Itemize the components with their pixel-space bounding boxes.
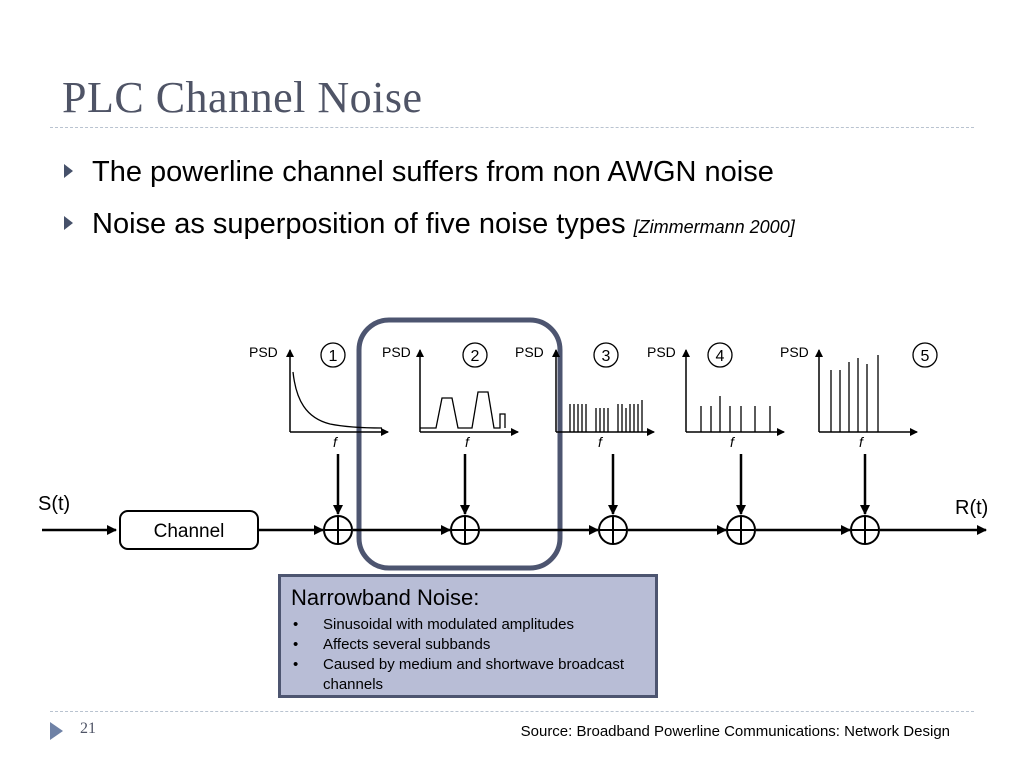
footer-divider xyxy=(50,711,974,712)
noise-number-2: 2 xyxy=(471,348,480,365)
psd-label-5: PSD xyxy=(780,344,809,360)
slide-title: PLC Channel Noise xyxy=(62,73,423,122)
bullet-dot-icon: • xyxy=(293,616,299,633)
f-label-5: f xyxy=(859,434,865,450)
callout-item: • Caused by medium and shortwave broadcas… xyxy=(291,655,645,695)
input-signal-label: S(t) xyxy=(38,493,70,515)
callout-item-text: Affects several subbands xyxy=(323,636,491,653)
channel-label: Channel xyxy=(154,521,225,542)
adder-4-icon xyxy=(726,515,756,545)
bullet-arrow-icon xyxy=(64,216,73,230)
output-signal-label: R(t) xyxy=(955,497,988,519)
noise-number-1: 1 xyxy=(329,348,338,365)
adder-3-icon xyxy=(598,515,628,545)
citation: [Zimmermann 2000] xyxy=(633,217,795,237)
callout-item: • Sinusoidal with modulated amplitudes xyxy=(291,615,645,635)
psd-label-1: PSD xyxy=(249,344,278,360)
bullet-item: The powerline channel suffers from non A… xyxy=(62,146,795,198)
f-label-1: f xyxy=(333,434,339,450)
noise-number-4: 4 xyxy=(716,348,725,365)
adder-5-icon xyxy=(850,515,880,545)
psd-label-3: PSD xyxy=(515,344,544,360)
f-label-3: f xyxy=(598,434,604,450)
callout-list: • Sinusoidal with modulated amplitudes • A… xyxy=(291,615,645,695)
footer-arrow-icon xyxy=(50,722,63,740)
bullet-dot-icon: • xyxy=(293,636,299,653)
callout-item-text: Sinusoidal with modulated amplitudes xyxy=(323,616,574,633)
colored-noise-curve xyxy=(292,371,383,429)
narrowband-noise-curve xyxy=(420,391,506,429)
adder-1-icon xyxy=(323,515,353,545)
highlight-box xyxy=(356,317,563,571)
title-divider xyxy=(50,127,974,128)
callout-item-text: Caused by medium and shortwave broadcast… xyxy=(323,656,624,693)
callout-title: Narrowband Noise: xyxy=(291,585,480,610)
page-number: 21 xyxy=(80,720,96,737)
adder-2-icon xyxy=(450,515,480,545)
source-citation: Source: Broadband Powerline Communicatio… xyxy=(520,723,950,740)
bullet-text: Noise as superposition of five noise typ… xyxy=(92,208,634,240)
bullet-list: The powerline channel suffers from non A… xyxy=(62,146,795,253)
psd-label-4: PSD xyxy=(647,344,676,360)
bullet-item: Noise as superposition of five noise typ… xyxy=(62,198,795,253)
noise-number-5: 5 xyxy=(921,348,930,365)
channel-block xyxy=(119,510,259,550)
bullet-arrow-icon xyxy=(64,164,73,178)
psd-label-2: PSD xyxy=(382,344,411,360)
bullet-text: The powerline channel suffers from non A… xyxy=(92,156,774,188)
callout-item: • Affects several subbands xyxy=(291,635,645,655)
bullet-dot-icon: • xyxy=(293,656,299,673)
f-label-4: f xyxy=(730,434,736,450)
noise-number-3: 3 xyxy=(602,348,611,365)
f-label-2: f xyxy=(465,434,471,450)
narrowband-callout: Narrowband Noise: • Sinusoidal with modul… xyxy=(278,574,658,698)
